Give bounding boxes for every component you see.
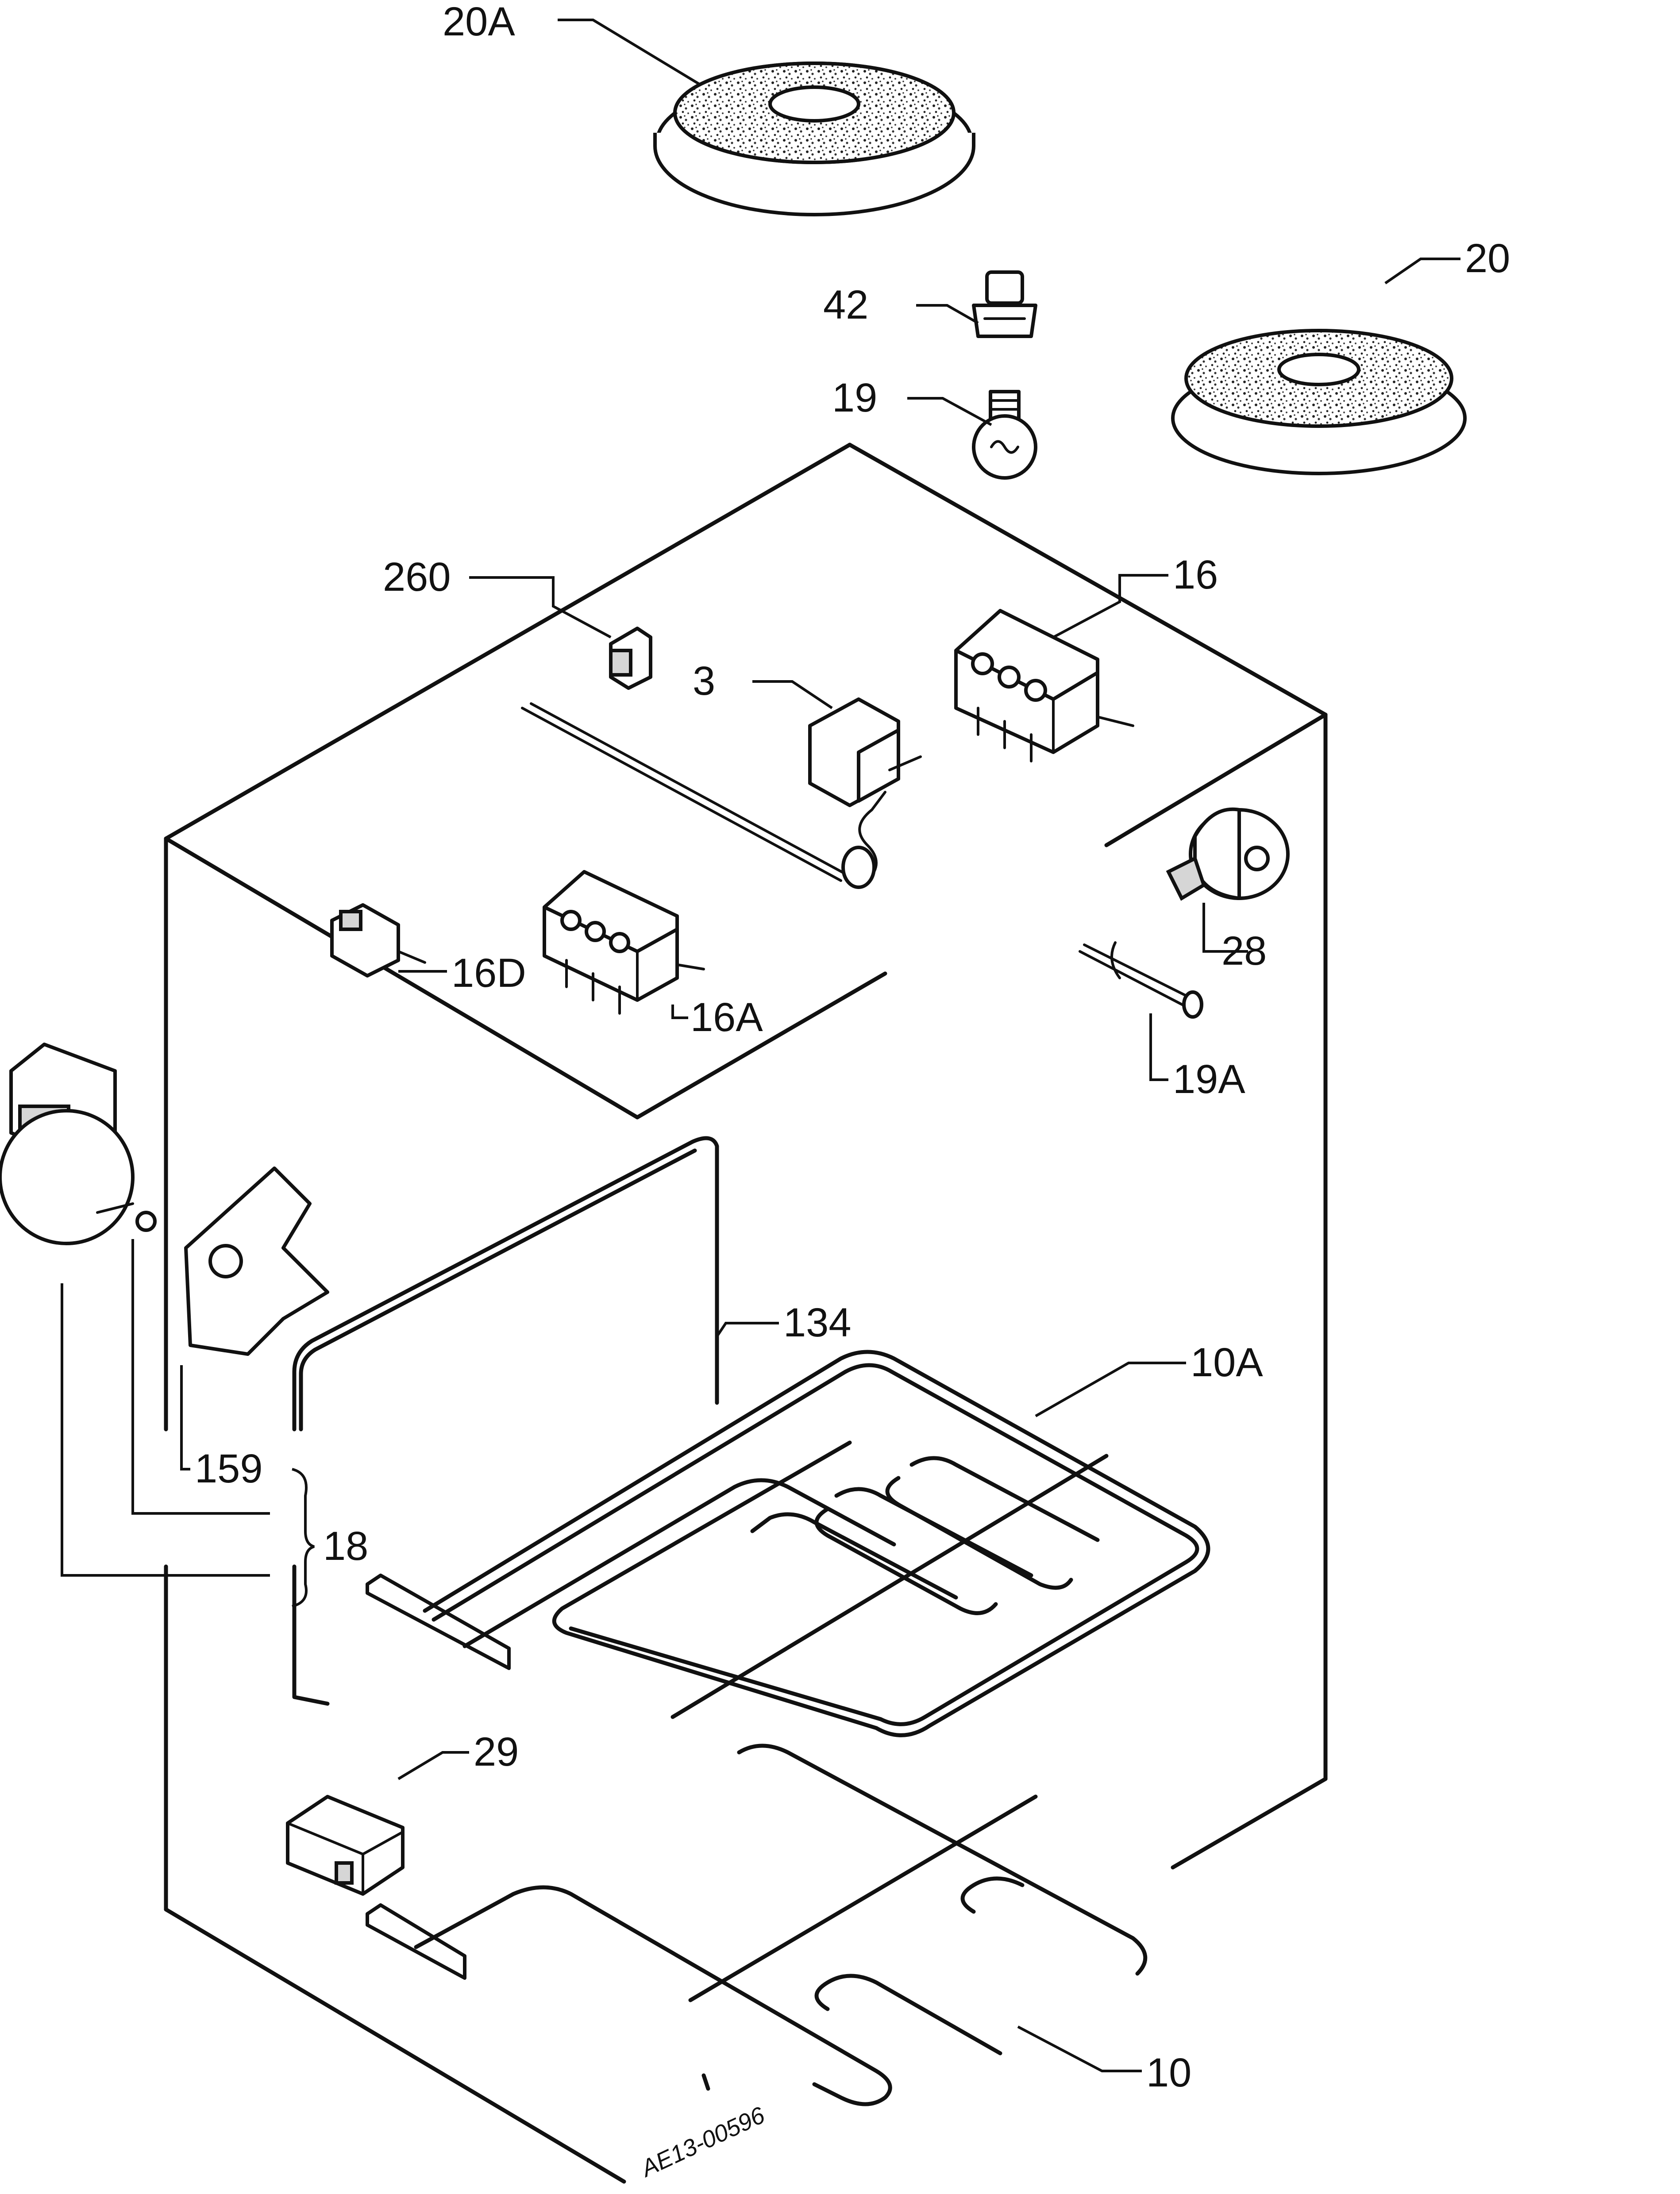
label-29: 29: [474, 1729, 519, 1774]
label-19: 19: [832, 375, 877, 420]
hotplate-20a: [653, 62, 975, 216]
clip-260: [609, 627, 652, 690]
drawing-code: AE13-00596: [636, 2102, 769, 2182]
label-3: 3: [693, 658, 715, 704]
thermostat-3: [521, 697, 922, 889]
label-134: 134: [783, 1300, 852, 1345]
sensor-19a: [1079, 941, 1203, 1019]
fan-motor-assembly-18: [0, 1043, 329, 1356]
label-28: 28: [1221, 928, 1267, 974]
lamp-holder-42: [972, 270, 1037, 338]
label-20a: 20A: [443, 0, 515, 44]
label-16d: 16D: [451, 951, 526, 996]
label-159: 159: [195, 1446, 263, 1491]
label-10a: 10A: [1191, 1340, 1263, 1385]
label-19a: 19A: [1173, 1057, 1245, 1102]
hotplate-20: [1171, 329, 1467, 475]
terminal-block-29: [286, 1795, 405, 1896]
push-switch-16d: [330, 903, 426, 978]
label-260: 260: [383, 554, 451, 600]
grill-element-10a: [366, 1350, 1210, 1737]
label-16: 16: [1173, 552, 1218, 597]
label-10: 10: [1146, 2050, 1191, 2095]
label-20: 20: [1465, 236, 1510, 281]
timer-28: [1166, 807, 1290, 901]
label-18: 18: [323, 1524, 368, 1569]
lamp-19: [972, 390, 1037, 480]
selector-switch-16: [954, 609, 1134, 762]
leader-lines: [61, 19, 1460, 2072]
back-panel-134: [292, 1136, 719, 1706]
selector-switch-16a: [543, 870, 705, 1015]
oven-cabinet-outline: [164, 443, 1328, 2184]
base-element-10: [366, 1744, 1148, 2106]
label-16a: 16A: [690, 995, 763, 1040]
label-42: 42: [823, 282, 868, 327]
